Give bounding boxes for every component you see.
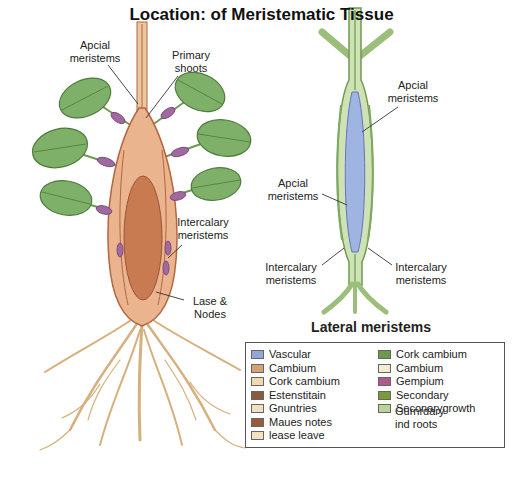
legend-heading: Lateral meristems	[286, 319, 456, 335]
legend-swatch	[378, 377, 391, 386]
legend-text: Gempium	[396, 375, 444, 388]
part-label: Intercalary meristems	[260, 261, 322, 286]
part-label: Apcial meristems	[382, 79, 444, 104]
primary-shoot	[137, 22, 147, 114]
stem-core	[124, 176, 162, 300]
legend-text: lease leave	[269, 429, 325, 442]
legend-text: Estenstitain	[269, 389, 326, 402]
legend-text: Cork cambium	[396, 348, 467, 361]
legend-swatch	[378, 350, 391, 359]
legend-swatch	[251, 431, 264, 440]
legend-swatch	[378, 391, 391, 400]
legend-swatch	[251, 377, 264, 386]
legend-text: Maues notes	[269, 416, 332, 429]
part-label: Primary shoots	[162, 49, 220, 74]
shoot-strand	[141, 24, 143, 112]
stem-strands	[120, 150, 166, 305]
leader-lines	[108, 65, 398, 300]
legend-swatch	[251, 364, 264, 373]
part-label: Apcial meristems	[262, 177, 324, 202]
legend-swatch	[378, 364, 391, 373]
legend-swatch	[251, 404, 264, 413]
stem-body	[108, 108, 177, 326]
legend-text: Cork cambium	[269, 375, 340, 388]
part-label: Apcial meristems	[64, 39, 126, 64]
legend-text: Cambium	[396, 362, 443, 375]
legend-text: Gnuntries	[269, 402, 317, 415]
part-label: Intercalary meristems	[390, 261, 452, 286]
legend-text: Seconarygrowth	[396, 402, 476, 415]
stem-section	[322, 8, 390, 312]
legend-text: Vascular	[269, 348, 311, 361]
legend-text: Cambium	[269, 362, 316, 375]
legend-text: Secondary	[396, 389, 449, 402]
diagram-title: Location: of Meristematic Tissue	[0, 5, 523, 25]
part-label: Intercalary meristems	[172, 216, 234, 241]
legend-swatch	[251, 418, 264, 427]
legend-swatch	[251, 391, 264, 400]
part-label: Lase & Nodes	[184, 295, 236, 320]
legend-swatch	[251, 350, 264, 359]
roots	[40, 318, 245, 450]
legend-swatch	[378, 404, 391, 413]
meristem-buds	[95, 105, 190, 275]
